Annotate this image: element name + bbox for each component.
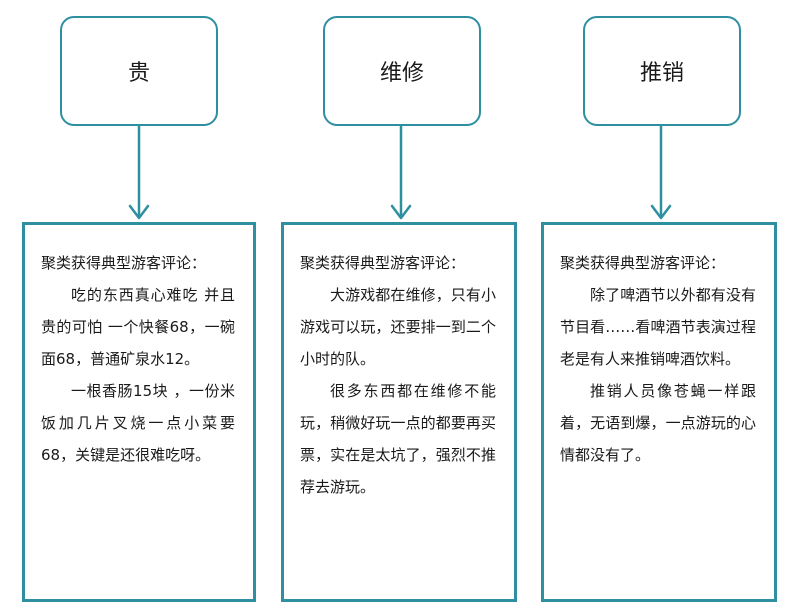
topic-label: 推销: [639, 61, 684, 86]
review-paragraph: 大游戏都在维修，只有小游戏可以玩，还要排一到二个小时的队。: [300, 286, 496, 368]
panel-heading: 聚类获得典型游客评论：: [560, 254, 726, 272]
review-paragraph: 很多东西都在维修不能玩，稍微好玩一点的都要再买票，实在是太坑了，强烈不推荐去游玩…: [300, 382, 496, 496]
panel-heading: 聚类获得典型游客评论：: [41, 254, 207, 272]
panel-heading: 聚类获得典型游客评论：: [300, 254, 466, 272]
review-paragraph: 推销人员像苍蝇一样跟着，无语到爆，一点游玩的心情都没有了。: [560, 382, 756, 464]
topic-box-expensive: 贵: [60, 16, 218, 126]
review-panel-promotion: 聚类获得典型游客评论： 除了啤酒节以外都有没有节目看……看啤酒节表演过程老是有人…: [541, 222, 777, 602]
topic-label: 贵: [127, 61, 150, 86]
connector-arrows: [128, 126, 672, 220]
topic-label: 维修: [379, 61, 424, 86]
topic-box-promotion: 推销: [583, 16, 741, 126]
review-paragraph: 一根香肠15块 ，一份米饭加几片叉烧一点小菜要68，关键是还很难吃呀。: [41, 382, 235, 464]
arrow-head-2: [650, 204, 672, 220]
arrow-head-0: [128, 204, 150, 220]
review-paragraph: 吃的东西真心难吃 并且贵的可怕 一个快餐68，一碗面68，普通矿泉水12。: [41, 286, 235, 368]
topic-box-maintenance: 维修: [323, 16, 481, 126]
review-panel-expensive: 聚类获得典型游客评论： 吃的东西真心难吃 并且贵的可怕 一个快餐68，一碗面68…: [22, 222, 256, 602]
review-paragraph: 除了啤酒节以外都有没有节目看……看啤酒节表演过程老是有人来推销啤酒饮料。: [560, 286, 756, 368]
arrow-head-1: [390, 204, 412, 220]
review-panel-maintenance: 聚类获得典型游客评论： 大游戏都在维修，只有小游戏可以玩，还要排一到二个小时的队…: [281, 222, 517, 602]
